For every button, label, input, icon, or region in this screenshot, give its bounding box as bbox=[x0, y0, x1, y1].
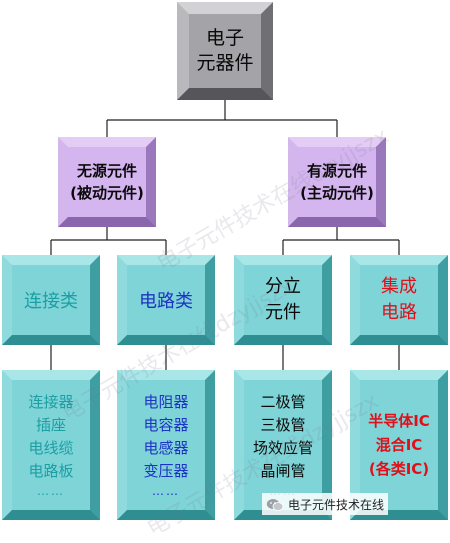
list-item: 晶闸管 bbox=[260, 462, 306, 480]
wechat-icon bbox=[266, 497, 284, 511]
list-item: 连接器 bbox=[28, 393, 74, 411]
node-circuits: 电路类 bbox=[117, 255, 215, 345]
list-item: 半导体IC bbox=[368, 412, 430, 430]
node-discrete-line-2: 元件 bbox=[265, 302, 301, 323]
source-badge: 电子元件技术在线 bbox=[262, 493, 389, 515]
node-discrete-line-1: 分立 bbox=[265, 276, 301, 297]
list-ellipsis: …… bbox=[152, 484, 180, 498]
list-item: 三极管 bbox=[260, 416, 306, 434]
node-active-components: 有源元件 (主动元件) bbox=[288, 137, 386, 227]
node-active-line-1: 有源元件 bbox=[306, 162, 367, 180]
node-root-line-2: 元器件 bbox=[196, 52, 254, 74]
node-active-line-2: (主动元件) bbox=[300, 184, 374, 202]
node-connectors-label: 连接类 bbox=[24, 291, 78, 312]
list-item: 电阻器 bbox=[143, 393, 189, 411]
node-circuits-label: 电路类 bbox=[139, 291, 193, 312]
node-discrete-components: 分立 元件 bbox=[234, 255, 332, 345]
list-connectors: 连接器 插座 电线缆 电路板 …… bbox=[2, 370, 100, 520]
list-item: (各类IC) bbox=[368, 460, 430, 478]
list-item: 插座 bbox=[35, 416, 66, 434]
list-item: 电容器 bbox=[143, 416, 189, 434]
list-item: 混合IC bbox=[375, 436, 423, 454]
list-item: 电线缆 bbox=[28, 439, 74, 457]
node-root-line-1: 电子 bbox=[205, 27, 244, 49]
node-passive-components: 无源元件 (被动元件) bbox=[58, 137, 156, 227]
node-connectors: 连接类 bbox=[2, 255, 100, 345]
list-item: 变压器 bbox=[143, 462, 189, 480]
list-item: 二极管 bbox=[260, 393, 306, 411]
node-passive-line-1: 无源元件 bbox=[76, 162, 137, 180]
connector-lines bbox=[50, 100, 400, 370]
node-ic-line-2: 电路 bbox=[381, 302, 417, 323]
list-item: 电感器 bbox=[143, 439, 189, 457]
node-electronic-components: 电子 元器件 bbox=[177, 2, 273, 100]
list-item: 电路板 bbox=[28, 462, 74, 480]
node-passive-line-2: (被动元件) bbox=[70, 184, 144, 202]
list-item: 场效应管 bbox=[252, 439, 313, 457]
list-ellipsis: …… bbox=[37, 484, 65, 498]
node-integrated-circuits: 集成 电路 bbox=[350, 255, 448, 345]
source-name: 电子元件技术在线 bbox=[288, 497, 385, 512]
list-circuits: 电阻器 电容器 电感器 变压器 …… bbox=[117, 370, 215, 520]
list-discrete-components: 二极管 三极管 场效应管 晶闸管 …… bbox=[234, 370, 332, 520]
node-ic-line-1: 集成 bbox=[381, 276, 417, 297]
